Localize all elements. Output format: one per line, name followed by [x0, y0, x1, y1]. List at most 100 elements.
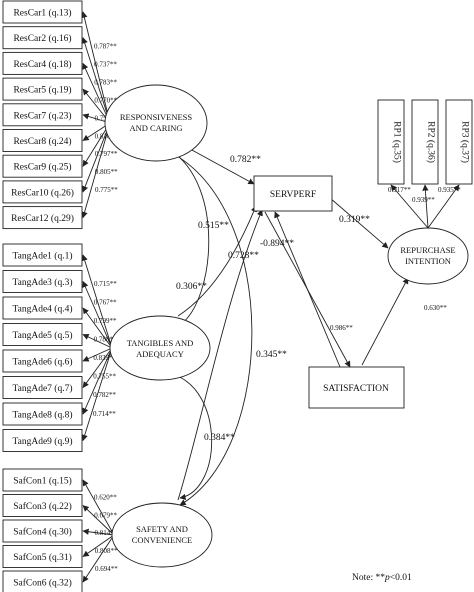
- latent-ri-line2: INTENTION: [405, 256, 451, 266]
- loading-label: 0.770**: [94, 96, 117, 104]
- indicator-box: [2, 154, 83, 178]
- satisfaction-label: SATISFACTION: [323, 384, 389, 394]
- loading-label: 0.917**: [388, 186, 411, 194]
- indicator-label: ResCar4 (q.18): [13, 59, 71, 70]
- box-satisfaction: [308, 366, 405, 409]
- servperf-label: SERVPERF: [270, 190, 316, 200]
- indicator-label: SafCon1 (q.15): [13, 476, 72, 487]
- loading-arrow: [427, 184, 460, 229]
- coef-servperf-ri: 0.319**: [339, 215, 370, 225]
- indicator-box: [2, 349, 83, 373]
- loading-arrow: [81, 11, 111, 124]
- loading-arrow: [82, 528, 115, 536]
- loading-arrow: [82, 479, 115, 536]
- loading-arrow: [82, 334, 113, 349]
- loading-label: 0.935**: [438, 186, 461, 194]
- path-arrows: [81, 11, 460, 583]
- arrow-ta-servperf: [177, 205, 257, 317]
- indicator-box: [2, 270, 83, 293]
- indicator-label: ResCar1 (q.13): [13, 8, 71, 19]
- loading-arrow: [82, 347, 113, 362]
- indicator-label: TangAde3 (q.3): [12, 277, 72, 288]
- arrow-sat-servperf: [274, 211, 341, 368]
- construct-satisfaction: SATISFACTION: [308, 366, 405, 409]
- arrow-servperf-ri: [329, 197, 389, 249]
- loading-label: 0.814**: [95, 529, 118, 537]
- indicator-label: TangAde8 (q.8): [12, 410, 72, 421]
- loading-label: 0.939**: [412, 196, 435, 204]
- coef-ta-sc: 0.384**: [204, 433, 235, 443]
- loading-label: 0.679**: [94, 511, 117, 519]
- ellipse-repurchase-intention: [387, 227, 469, 285]
- coef-rc-sc: 0.345**: [256, 350, 287, 360]
- cov-rc-ta: [169, 149, 210, 326]
- indicator-box: [377, 99, 405, 185]
- loading-arrow: [82, 122, 111, 193]
- ellipse-safety-convenience: [111, 502, 213, 568]
- indicator-box: [445, 99, 473, 185]
- indicator-box: [2, 129, 83, 152]
- loading-arrow: [82, 534, 115, 557]
- indicator-box: [2, 323, 83, 346]
- loading-label: 0.797**: [95, 150, 118, 158]
- note-prefix: Note: **: [352, 573, 385, 583]
- loading-label: 0.808**: [95, 547, 118, 555]
- loading-label: 0.783**: [94, 78, 117, 86]
- coef-ta-servperf: 0.306**: [176, 282, 207, 292]
- latent-safety-convenience: SAFETY AND CONVENIENCE: [111, 502, 213, 568]
- latent-rc-line2: AND CARING: [129, 123, 182, 133]
- loading-arrow: [82, 534, 115, 583]
- loading-arrow: [390, 184, 429, 229]
- indicator-label: TangAde1 (q.1): [12, 251, 72, 262]
- indicator-box: [2, 429, 83, 452]
- ellipse-tangibles-adequacy: [109, 315, 211, 381]
- latent-sc-line1: SAFETY AND: [136, 524, 188, 534]
- indicator-box: [2, 468, 83, 492]
- indicator-box: [2, 103, 83, 127]
- latent-sc-line2: CONVENIENCE: [132, 535, 192, 545]
- loading-arrow: [82, 307, 113, 349]
- coef-sat-ri: 0.630**: [424, 304, 447, 312]
- indicator-box: [2, 180, 83, 204]
- arrow-sc-servperf: [177, 209, 263, 501]
- indicator-box: [2, 206, 83, 230]
- loading-label: 0.767**: [94, 298, 117, 306]
- construct-servperf: SERVPERF: [253, 175, 333, 212]
- latent-tangibles-adequacy: TANGIBLES AND ADEQUACY: [109, 315, 211, 381]
- latent-responsiveness-caring: RESPONSIVENESS AND CARING: [104, 84, 208, 162]
- loading-arrow: [82, 347, 113, 389]
- coef-sat-servperf: 0.986**: [330, 324, 353, 332]
- latent-ta-line2: ADEQUACY: [136, 349, 184, 359]
- indicator-box: [411, 99, 439, 185]
- loading-arrow: [82, 280, 113, 349]
- indicator-label: ResCar5 (q.19): [13, 85, 71, 96]
- indicator-label: RP2 (q.36): [426, 121, 437, 163]
- coef-rc-ta: 0.515**: [198, 221, 229, 231]
- indicator-box: [2, 519, 83, 543]
- cov-rc-sc: [169, 151, 253, 506]
- box-servperf: [253, 175, 333, 212]
- ellipse-responsiveness-caring: [104, 84, 208, 162]
- coef-rc-servperf: 0.782**: [230, 155, 261, 165]
- indicator-box: [2, 26, 83, 50]
- indicator-label: ResCar10 (q.26): [11, 187, 74, 198]
- loading-label: 0.805**: [95, 168, 118, 176]
- indicator-label: ResCar7 (q.23): [13, 110, 71, 121]
- indicator-box: [2, 570, 83, 592]
- loading-label: 0.715**: [94, 280, 117, 288]
- indicator-box: [2, 243, 83, 267]
- indicator-box: [2, 0, 83, 24]
- loading-label: 0.620**: [94, 494, 117, 502]
- loading-label: 0.782**: [93, 391, 116, 399]
- indicator-box: [2, 77, 83, 101]
- indicator-label: TangAde6 (q.6): [12, 357, 72, 368]
- indicator-label: ResCar12 (q.29): [11, 213, 74, 224]
- note-p: p: [384, 573, 390, 583]
- loading-arrow: [81, 347, 113, 442]
- indicator-label: TangAde7 (q.7): [12, 383, 72, 394]
- indicator-label: TangAde4 (q.4): [12, 304, 72, 315]
- arrow-sat-ri: [361, 277, 409, 366]
- indicator-label: SafCon6 (q.32): [13, 578, 72, 589]
- loading-label: 0.810**: [95, 132, 118, 140]
